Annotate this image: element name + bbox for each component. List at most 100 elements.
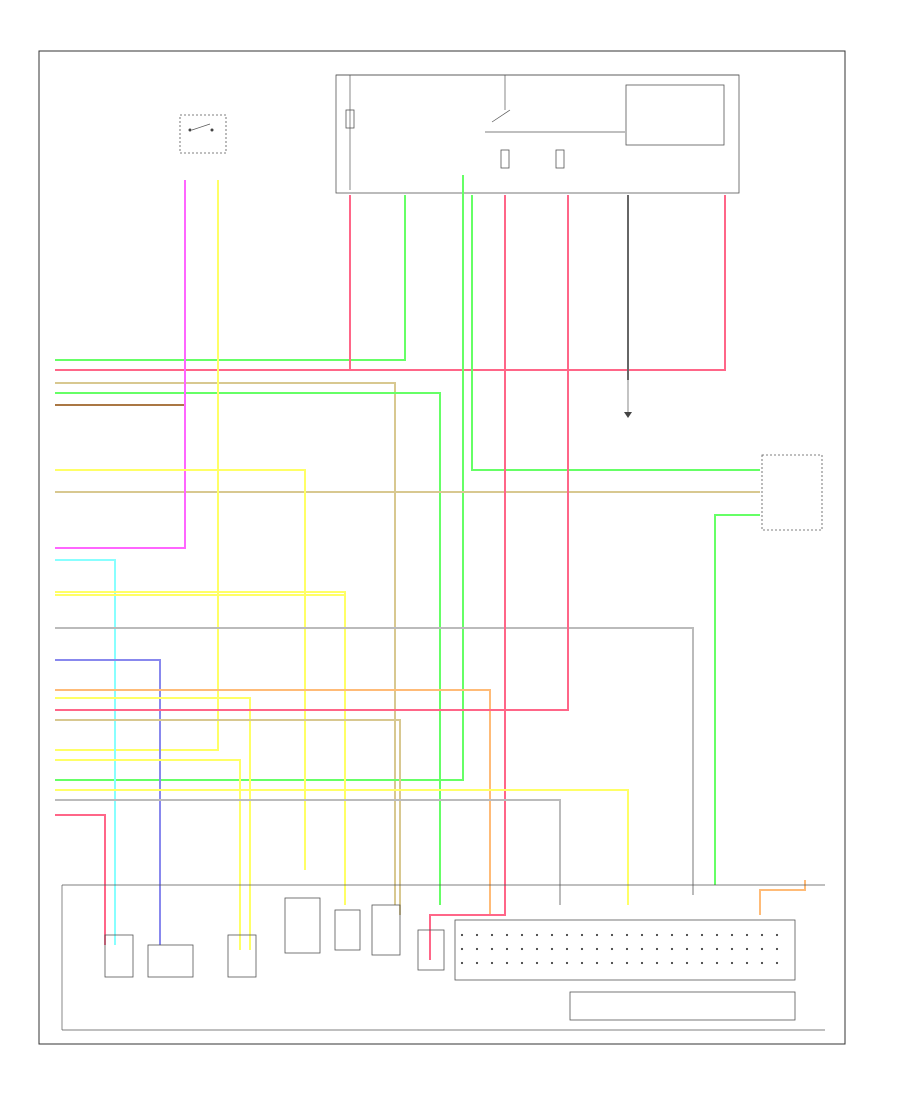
tcm-pin [535,961,539,965]
wire-yel [55,697,251,950]
tcm-pin [610,933,614,937]
automatic-transmission [61,884,825,1031]
wire-lt-grn [55,175,464,781]
tcm-pin [550,947,554,951]
tcm-pin [640,933,644,937]
wire-lt-grn [714,514,760,885]
tcm-pin [625,947,629,951]
tcm-pin [520,933,524,937]
component-4 [284,897,321,954]
component-5 [334,909,361,951]
tcm-pin [760,961,764,965]
wire-tan [55,719,401,915]
tcm-pin [490,947,494,951]
tcm-pin [535,933,539,937]
tcm-pin [760,933,764,937]
wire-yel [55,469,306,870]
wire-yel [55,789,629,905]
tcm-pin [610,961,614,965]
tcm-pin [715,961,719,965]
wire-gry [55,799,561,905]
tcm-pin [565,947,569,951]
wire-lt-grn [471,195,760,471]
top-left-switch [179,114,227,154]
wire-yel [55,759,241,950]
tcm-pin [460,933,464,937]
wire-yel [55,180,219,751]
tcm-pin [565,961,569,965]
tcm-pin [475,933,479,937]
tcm-pin [595,961,599,965]
component-3 [227,934,257,978]
wire-gry [55,627,694,895]
tcm-pin [580,933,584,937]
tcm-pin [655,947,659,951]
tcm-pin [640,947,644,951]
wire-ppl [55,180,186,549]
wire-blu [55,659,161,945]
ground-symbol [624,380,632,418]
wire-pink [429,195,506,960]
tcm-pin [670,933,674,937]
tcm-pin [490,933,494,937]
tcm-pin [715,933,719,937]
wire-pink [55,195,726,371]
tcm-pin [670,961,674,965]
tcm-pin [730,947,734,951]
right-side-connector [761,454,823,531]
component-2 [147,944,194,978]
wire-pink [55,195,569,711]
tcm-pin [460,961,464,965]
tcm-pin [595,947,599,951]
tcm-pin [520,961,524,965]
tcm-pin [475,961,479,965]
tcm-pin [700,961,704,965]
tcm-pin [580,961,584,965]
tcm-pin [505,961,509,965]
tcm-pin [760,947,764,951]
tcm-pin [595,933,599,937]
component-6 [371,904,401,956]
tcm-pin [535,947,539,951]
wire-lt-grn [55,195,406,361]
tcm-pin [730,961,734,965]
tcm-pin [730,933,734,937]
wire-tan [55,382,396,905]
tcm-pin [460,947,464,951]
tcm-pin [700,933,704,937]
diagram-frame [38,50,846,1045]
tcm-pin [775,933,779,937]
tcm-pin [550,933,554,937]
tcm-pin [685,961,689,965]
wire-orn [55,689,491,915]
tcm-pin [745,933,749,937]
tcm-pin [655,961,659,965]
tcm-pin [550,961,554,965]
tcm-pin [715,947,719,951]
tcm-pin [775,961,779,965]
tcm-pin [505,947,509,951]
tcm-pin [655,933,659,937]
tcm-pin [490,961,494,965]
tcm-pin [475,947,479,951]
wire-pink [55,814,106,945]
component-7 [417,929,445,971]
tcm-pin [745,947,749,951]
tcm-pin [685,947,689,951]
wires [55,175,806,960]
tcm-pin [700,947,704,951]
tcm-pin [670,947,674,951]
fuse-block [335,74,740,194]
tcm-pin [625,961,629,965]
tcm-pin [580,947,584,951]
tcm-connector-pins [460,933,779,965]
component-1 [104,934,134,978]
tcm-pin [625,933,629,937]
tcm-pin [685,933,689,937]
tcm-pin [565,933,569,937]
wire-yel [55,591,346,905]
tcm-pin [745,961,749,965]
tcm-pin [775,947,779,951]
tcm-pin [520,947,524,951]
